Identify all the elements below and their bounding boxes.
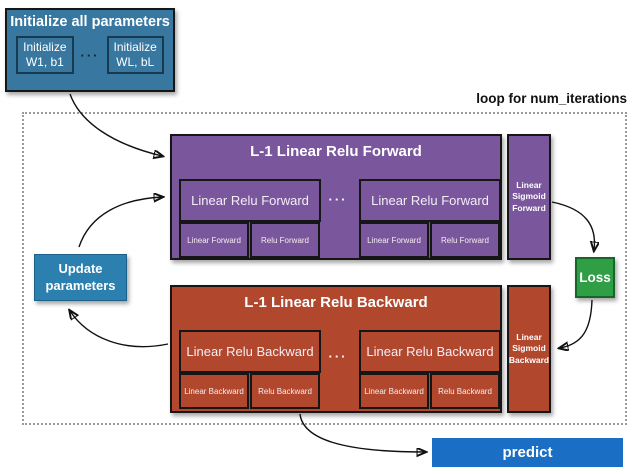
initialize-parameters-box: Initialize all parameters Initialize W1,…	[5, 8, 175, 92]
ellipsis: ···	[80, 47, 100, 63]
linear-backward-box-1: Linear Backward	[179, 373, 249, 409]
sub-label: Linear Forward	[187, 235, 241, 245]
forward-block-title: L-1 Linear Relu Forward	[250, 143, 422, 160]
unit-label: Linear Relu Forward	[191, 193, 309, 208]
linear-sigmoid-forward-box: Linear Sigmoid Forward	[507, 134, 551, 260]
ellipsis: ···	[328, 192, 348, 207]
linear-sigmoid-forward-label: Linear Sigmoid Forward	[512, 180, 546, 213]
sub-label: Linear Backward	[184, 386, 244, 396]
update-parameters-box: Update parameters	[34, 254, 127, 301]
relu-backward-box-1: Relu Backward	[250, 373, 320, 409]
loss-box: Loss	[575, 257, 615, 298]
predict-button: predict	[432, 438, 623, 467]
initialize-wl-bl-box: Initialize WL, bL	[106, 36, 164, 74]
predict-label: predict	[502, 444, 553, 461]
relu-forward-box-1: Relu Forward	[250, 222, 320, 258]
linear-relu-forward-block: L-1 Linear Relu Forward Linear Relu Forw…	[170, 134, 502, 260]
sub-label: Relu Forward	[440, 235, 489, 245]
update-parameters-label: Update parameters	[45, 260, 116, 293]
sub-label: Relu Forward	[260, 235, 309, 245]
linear-relu-backward-unit-1: Linear Relu Backward	[179, 330, 321, 373]
backward-block-title: L-1 Linear Relu Backward	[244, 294, 428, 311]
unit-label: Linear Relu Forward	[371, 193, 489, 208]
linear-relu-forward-unit-2: Linear Relu Forward	[359, 179, 501, 222]
sub-label: Relu Backward	[258, 386, 312, 396]
loss-label: Loss	[579, 270, 611, 285]
linear-sigmoid-backward-box: Linear Sigmoid Backward	[507, 285, 551, 413]
sub-label: Relu Backward	[438, 386, 492, 396]
linear-forward-box-1: Linear Forward	[179, 222, 249, 258]
linear-relu-forward-unit-1: Linear Relu Forward	[179, 179, 321, 222]
linear-backward-box-2: Linear Backward	[359, 373, 429, 409]
initialize-w1-b1-box: Initialize W1, b1	[16, 36, 74, 74]
sub-label: Linear Backward	[364, 386, 424, 396]
unit-label: Linear Relu Backward	[186, 344, 314, 359]
relu-forward-box-2: Relu Forward	[430, 222, 500, 258]
linear-sigmoid-backward-label: Linear Sigmoid Backward	[508, 332, 550, 365]
linear-relu-backward-unit-2: Linear Relu Backward	[359, 330, 501, 373]
initialize-title: Initialize all parameters	[10, 14, 170, 30]
sub-label: Linear Forward	[367, 235, 421, 245]
loop-label: loop for num_iterations	[476, 91, 627, 106]
unit-label: Linear Relu Backward	[366, 344, 494, 359]
relu-backward-box-2: Relu Backward	[430, 373, 500, 409]
ellipsis: ···	[328, 349, 348, 364]
initialize-items-row: Initialize W1, b1 ··· Initialize WL, bL	[7, 36, 173, 74]
linear-relu-backward-block: L-1 Linear Relu Backward Linear Relu Bac…	[170, 285, 502, 413]
linear-forward-box-2: Linear Forward	[359, 222, 429, 258]
